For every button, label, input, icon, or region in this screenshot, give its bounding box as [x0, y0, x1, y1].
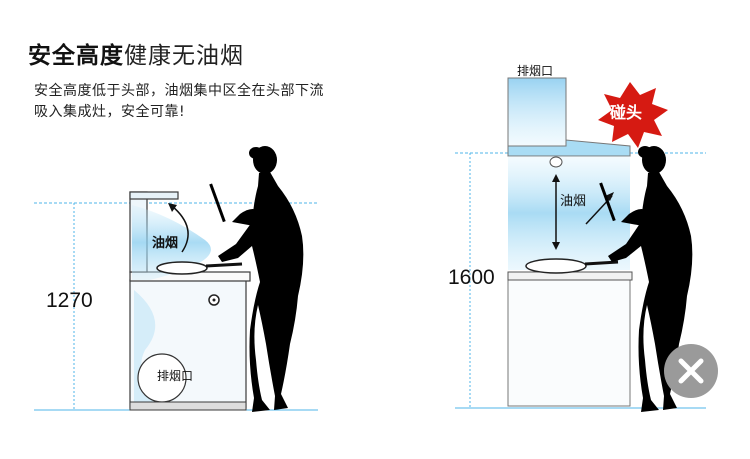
right-diagonal-arrowhead-icon — [605, 192, 614, 201]
right-smoke-label: 油烟 — [560, 194, 587, 209]
title-bold-part: 安全高度 — [28, 43, 124, 69]
left-pan-handle — [205, 262, 243, 268]
range-hood-chimney — [507, 77, 567, 147]
collision-burst-icon — [598, 82, 668, 148]
left-height-measurement: 1270 — [46, 289, 93, 312]
left-smoke-arrow — [171, 205, 189, 253]
left-frying-pan — [156, 261, 208, 275]
description-line-2: 吸入集成灶，安全可靠! — [34, 104, 186, 120]
cabinet-base — [129, 401, 247, 411]
collision-label: 碰头 — [610, 103, 643, 122]
left-smoke-label: 油烟 — [152, 236, 179, 251]
hood-light-icon — [549, 156, 563, 168]
right-hood-label: 排烟口 — [517, 64, 554, 78]
page-title: 安全高度健康无油烟 — [28, 36, 244, 70]
right-base-cabinet — [507, 277, 631, 407]
left-arrowhead-icon — [168, 203, 177, 212]
left-vent-label: 排烟口 — [157, 369, 194, 383]
right-countertop — [507, 271, 633, 281]
right-pan-handle — [584, 260, 619, 266]
description-line-1: 安全高度低于头部，油烟集中区全在头部下流 — [34, 83, 324, 99]
left-cook-silhouette — [209, 146, 304, 412]
close-button[interactable] — [664, 344, 718, 398]
right-height-measurement: 1600 — [448, 266, 495, 289]
left-diagram — [34, 146, 318, 412]
stove-knob-center — [212, 298, 216, 302]
stove-vent-top — [129, 191, 179, 200]
right-frying-pan — [525, 258, 587, 274]
right-smoke-area — [508, 156, 630, 270]
title-light-part: 健康无油烟 — [124, 43, 244, 69]
left-smoke-wash — [132, 205, 211, 280]
close-icon — [678, 358, 704, 384]
right-arrowhead-up-icon — [552, 174, 560, 182]
right-arrowhead-down-icon — [552, 242, 560, 250]
